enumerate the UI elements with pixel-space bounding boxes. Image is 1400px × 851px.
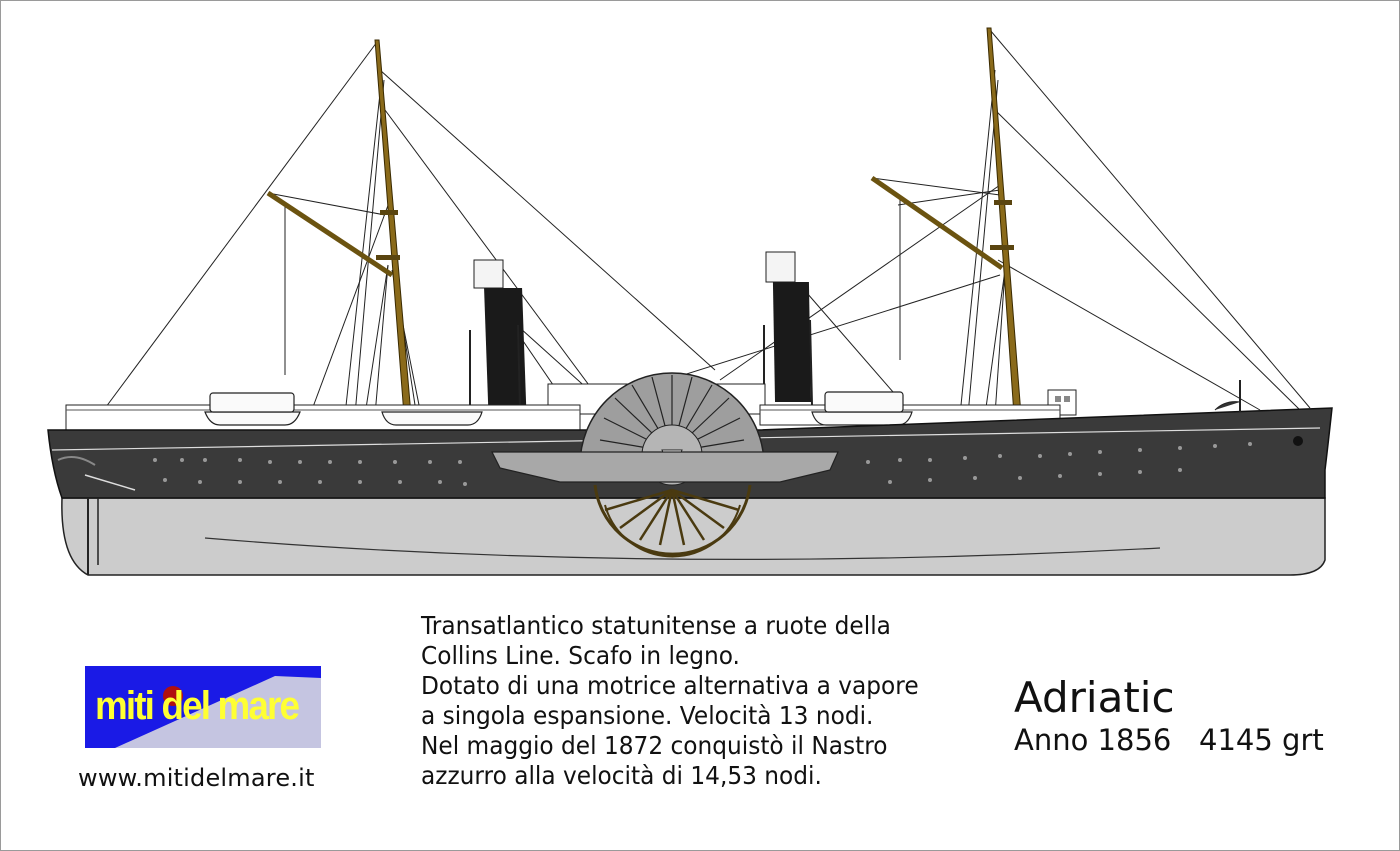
logo-text: miti del mare xyxy=(95,684,300,728)
hawse-hole xyxy=(1293,436,1303,446)
ship-description: Transatlantico statunitense a ruote dell… xyxy=(421,611,956,791)
website-url: www.mitidelmare.it xyxy=(78,764,315,792)
ship-name: Adriatic xyxy=(1014,673,1175,722)
stern-ornament xyxy=(57,455,96,466)
description-line: azzurro alla velocità di 14,53 nodi. xyxy=(421,761,822,790)
aft-funnel xyxy=(763,251,813,406)
rigging-lines xyxy=(99,29,1311,416)
fore-boom xyxy=(266,190,394,278)
aft-boom xyxy=(870,175,1004,271)
lifeboats xyxy=(204,391,913,426)
description-line: Nel maggio del 1872 conquistò il Nastro xyxy=(421,731,888,760)
ship-illustration xyxy=(47,27,1333,576)
fore-funnel xyxy=(469,259,527,411)
aft-mast-crosstree xyxy=(994,200,1012,205)
fore-mast xyxy=(374,39,412,416)
ship-year-tonnage: Anno 1856 4145 grt xyxy=(1014,723,1324,757)
paddle-wheel xyxy=(491,372,839,558)
description-line: Collins Line. Scafo in legno. xyxy=(421,641,740,670)
aft-mast xyxy=(986,27,1022,416)
description-line: a singola espansione. Velocità 13 nodi. xyxy=(421,701,874,730)
miti-del-mare-logo: miti del mare xyxy=(85,666,321,748)
description-line: Dotato di una motrice alternativa a vapo… xyxy=(421,671,919,700)
portholes xyxy=(153,442,1252,486)
fore-mast-crosstree xyxy=(380,210,398,215)
fore-mast-top xyxy=(376,255,400,260)
description-line: Transatlantico statunitense a ruote dell… xyxy=(421,611,891,640)
aft-mast-top xyxy=(990,245,1014,250)
fore-superstructure xyxy=(65,404,581,433)
hull-lower xyxy=(61,497,1326,576)
bow-anchor xyxy=(1214,380,1241,412)
